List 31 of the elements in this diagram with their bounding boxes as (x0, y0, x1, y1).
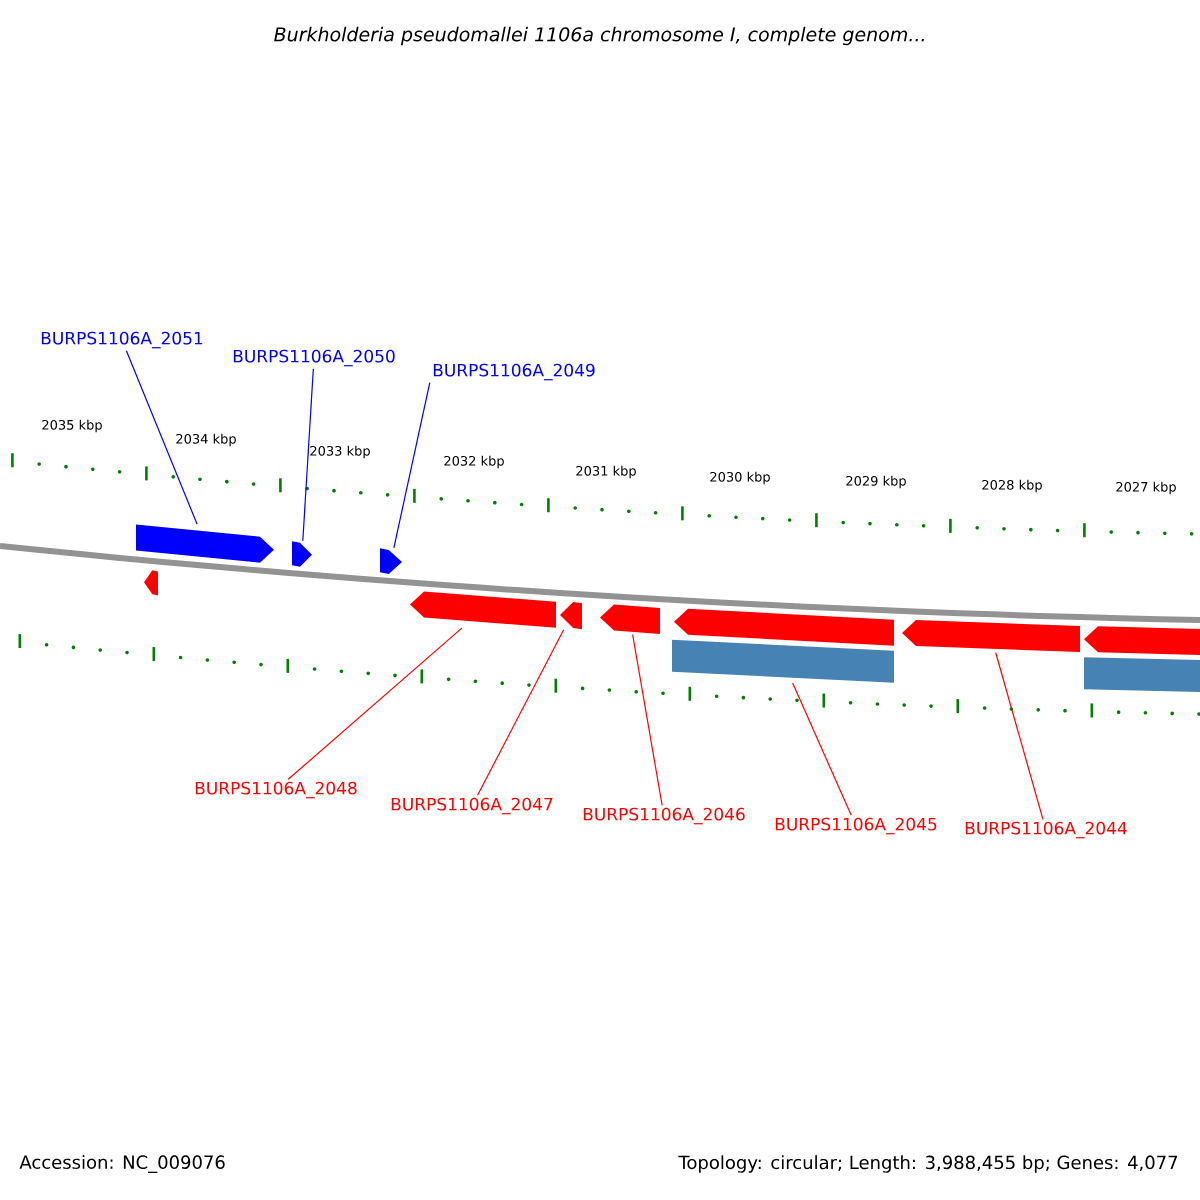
leader-line (302, 368, 314, 542)
leader-line (995, 651, 1044, 820)
gene-label: BURPS1106A_2047 (391, 797, 553, 815)
gene-bar (672, 639, 894, 683)
leader-line (476, 629, 565, 796)
gene-block (1084, 626, 1200, 655)
footer-text: Topology: circular; Length: 3,988,455 bp; Genes: 4,077 (678, 1155, 1178, 1173)
gene-label: BURPS1106A_2046 (583, 807, 745, 825)
gene-label: BURPS1106A_2051 (41, 331, 203, 349)
gene-block (410, 591, 556, 628)
gene-block (292, 541, 312, 567)
leader-line (125, 350, 198, 525)
footer-text: Accession: NC_009076 (19, 1155, 225, 1173)
gene-block (144, 570, 158, 596)
gene-label: BURPS1106A_2048 (195, 781, 357, 799)
title: Burkholderia pseudomallei 1106a chromosome I, complete genom... (274, 26, 924, 46)
leader-line (393, 382, 431, 549)
gene-block (136, 524, 274, 563)
gene-block (380, 548, 402, 574)
gene-bar (1084, 657, 1200, 692)
leader-line (287, 627, 463, 780)
gene-label: BURPS1106A_2050 (233, 349, 395, 367)
gene-label: BURPS1106A_2045 (775, 817, 937, 835)
gene-label: BURPS1106A_2044 (965, 821, 1127, 839)
gene-block (674, 608, 894, 646)
gene-block (560, 601, 582, 630)
leader-line (792, 682, 852, 816)
gene-label: BURPS1106A_2049 (433, 363, 595, 381)
gene-block (600, 604, 660, 635)
gene-block (902, 619, 1080, 653)
leader-line (632, 633, 663, 806)
